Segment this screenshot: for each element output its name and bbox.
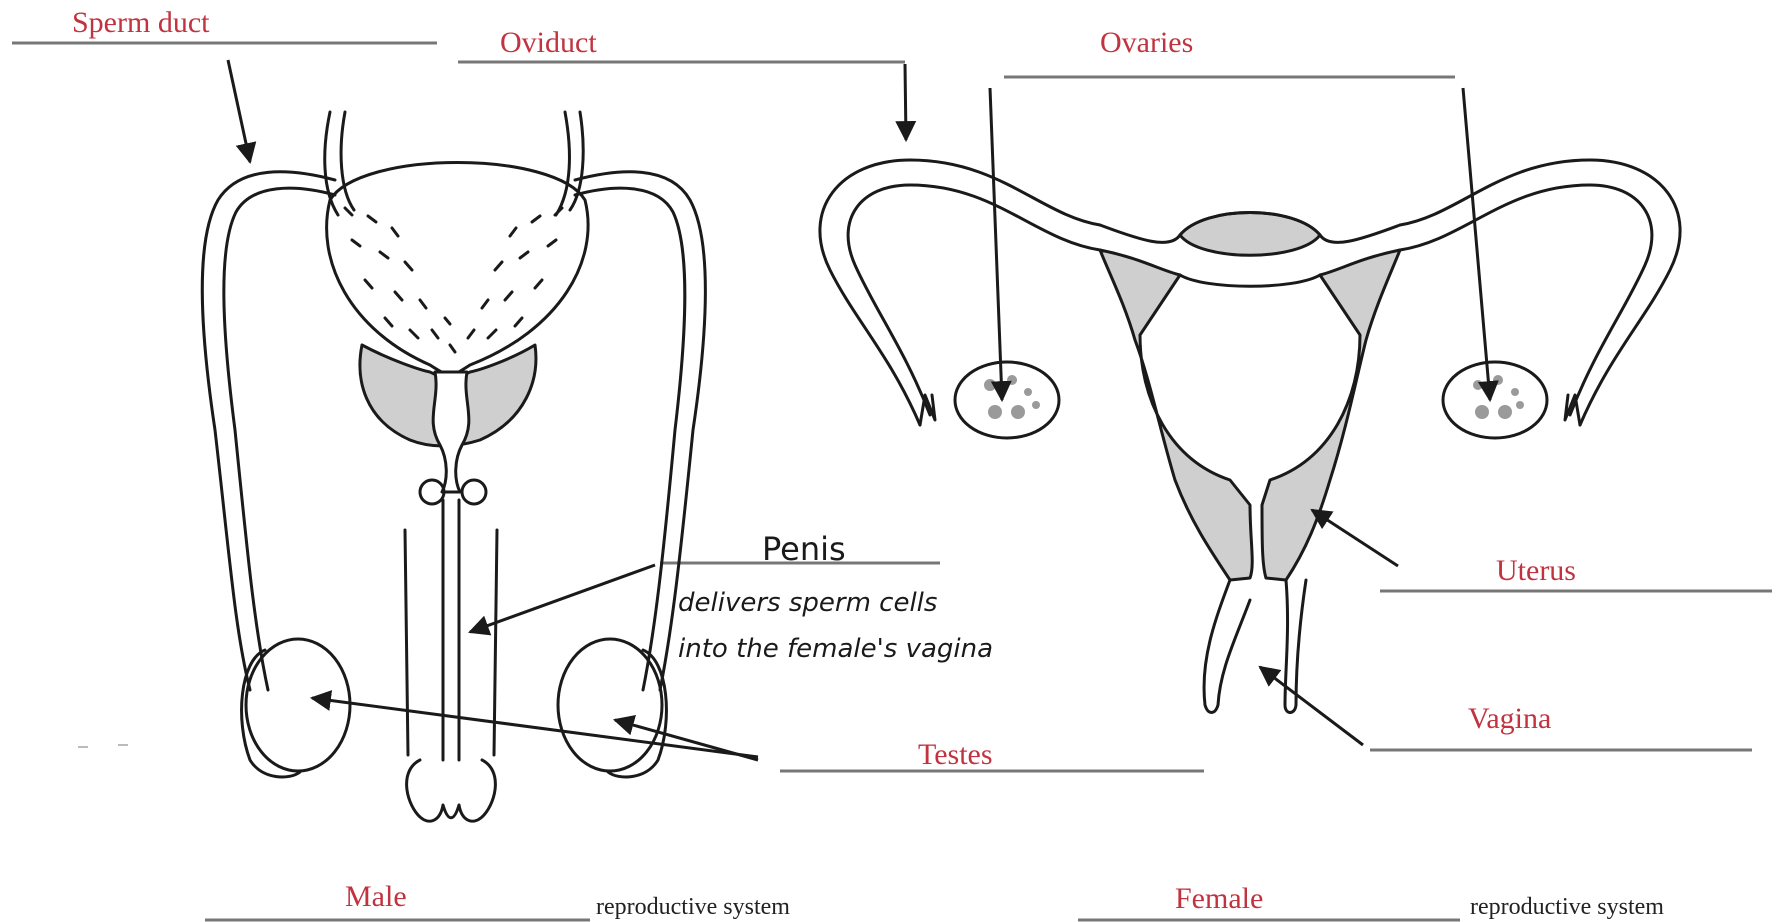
oviduct-arrow [905,64,906,140]
edge-marks [78,745,128,747]
testes-arrow-left [312,698,758,757]
label-ovaries: Ovaries [1100,26,1193,60]
penis-glans [407,760,496,821]
vagina-left-wall [1204,580,1250,713]
left-epididymis [242,650,300,777]
label-underlines [12,43,1772,920]
right-bulb-gland [462,480,486,504]
right-sperm-duct-inner [575,188,685,690]
caption-male: reproductive system [596,894,790,921]
penis-outer-left [405,530,408,755]
uterus-arrow [1312,510,1398,566]
uterus-right-wall [1262,250,1400,580]
ovaries-right-arrow [1463,88,1490,400]
penis-description-line-1: delivers sperm cells [678,588,937,618]
uterus-cavity [1180,275,1320,286]
label-uterus: Uterus [1496,554,1576,588]
male-reproductive-diagram [202,112,705,821]
label-testes: Testes [918,738,993,772]
vagina-arrow [1260,667,1363,745]
caption-female: reproductive system [1470,894,1664,921]
female-reproductive-diagram [820,160,1680,713]
right-epididymis [608,650,666,777]
label-sperm-duct: Sperm duct [72,6,209,40]
left-sperm-duct [202,172,335,690]
left-ovary [955,362,1059,438]
penis-description-line-2: into the female's vagina [678,634,993,664]
label-female: Female [1175,882,1263,916]
uterus-fundus [1180,213,1320,256]
right-ovary [1443,362,1547,438]
left-sperm-duct-inner [224,188,335,690]
urethra-upper [433,372,469,492]
right-testis [558,639,662,771]
label-vagina: Vagina [1468,702,1551,736]
left-bulb-gland [420,480,444,504]
label-penis: Penis [762,530,846,568]
ovaries-left-arrow [990,88,1002,400]
sperm-duct-arrow [228,60,250,162]
left-upper-tube-inner [341,112,354,210]
label-oviduct: Oviduct [500,26,597,60]
label-male: Male [345,880,407,914]
left-testis [246,639,350,771]
right-upper-tube [556,112,569,215]
uterus-left-wall [1100,250,1252,580]
